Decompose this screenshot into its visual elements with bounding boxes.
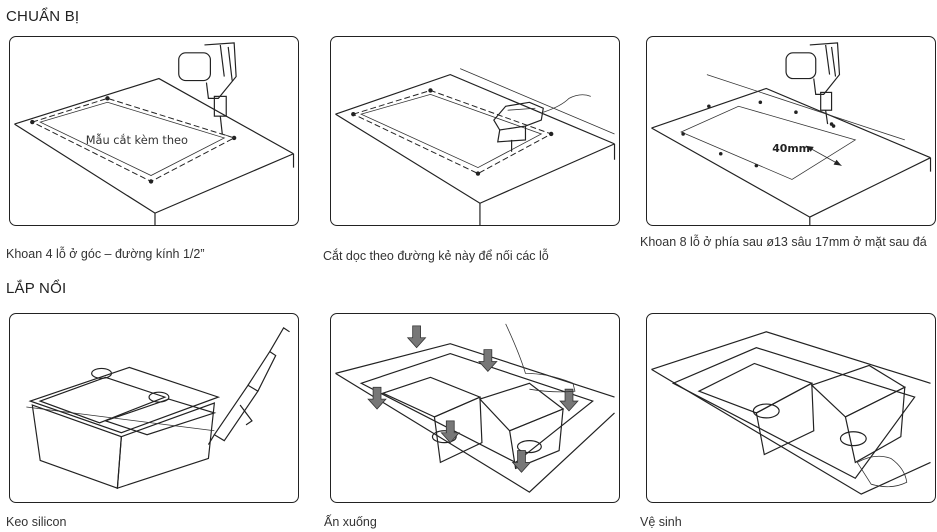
drill-icon <box>178 42 237 139</box>
sink-icon <box>381 376 565 470</box>
sink-icon <box>26 366 221 489</box>
drill-template-drawing: Mẫu cắt kèm theo <box>14 42 295 225</box>
clean-drawing <box>651 331 931 495</box>
jigsaw-drawing <box>335 68 616 225</box>
illustration-press-down <box>330 313 620 503</box>
illustration-drill-corner-holes: Mẫu cắt kèm theo <box>9 36 299 226</box>
jigsaw-icon <box>493 94 591 152</box>
sink-icon <box>697 362 907 464</box>
section-title-mounting: LẮP NỔI <box>6 280 67 297</box>
illustration-clean <box>646 313 936 503</box>
illustration-silicone <box>9 313 299 503</box>
caption-step-6: Vệ sinh <box>640 515 682 529</box>
silicone-drawing <box>26 327 290 489</box>
cloth-icon <box>856 455 908 488</box>
back-holes-drawing: 40mm <box>651 42 932 225</box>
caption-step-2: Cắt dọc theo đường kẻ này để nối các lỗ <box>323 249 549 263</box>
press-down-drawing <box>335 323 615 493</box>
down-arrow-icon <box>367 325 579 473</box>
hand-icon <box>505 323 576 393</box>
dimension-label: 40mm <box>772 142 810 155</box>
section-title-prepare: CHUẨN BỊ <box>6 8 80 25</box>
template-label: Mẫu cắt kèm theo <box>86 133 188 147</box>
illustration-jigsaw-cut <box>330 36 620 226</box>
drill-icon <box>785 42 841 125</box>
caption-step-5: Ấn xuống <box>324 515 377 529</box>
illustration-drill-back-holes: 40mm <box>646 36 936 226</box>
caption-step-3: Khoan 8 lỗ ở phía sau ø13 sâu 17mm ở mặt… <box>640 235 927 249</box>
caption-step-4: Keo silicon <box>6 515 67 529</box>
caption-step-1: Khoan 4 lỗ ở góc – đường kính 1/2” <box>6 247 205 261</box>
silicone-gun-icon <box>207 327 290 445</box>
